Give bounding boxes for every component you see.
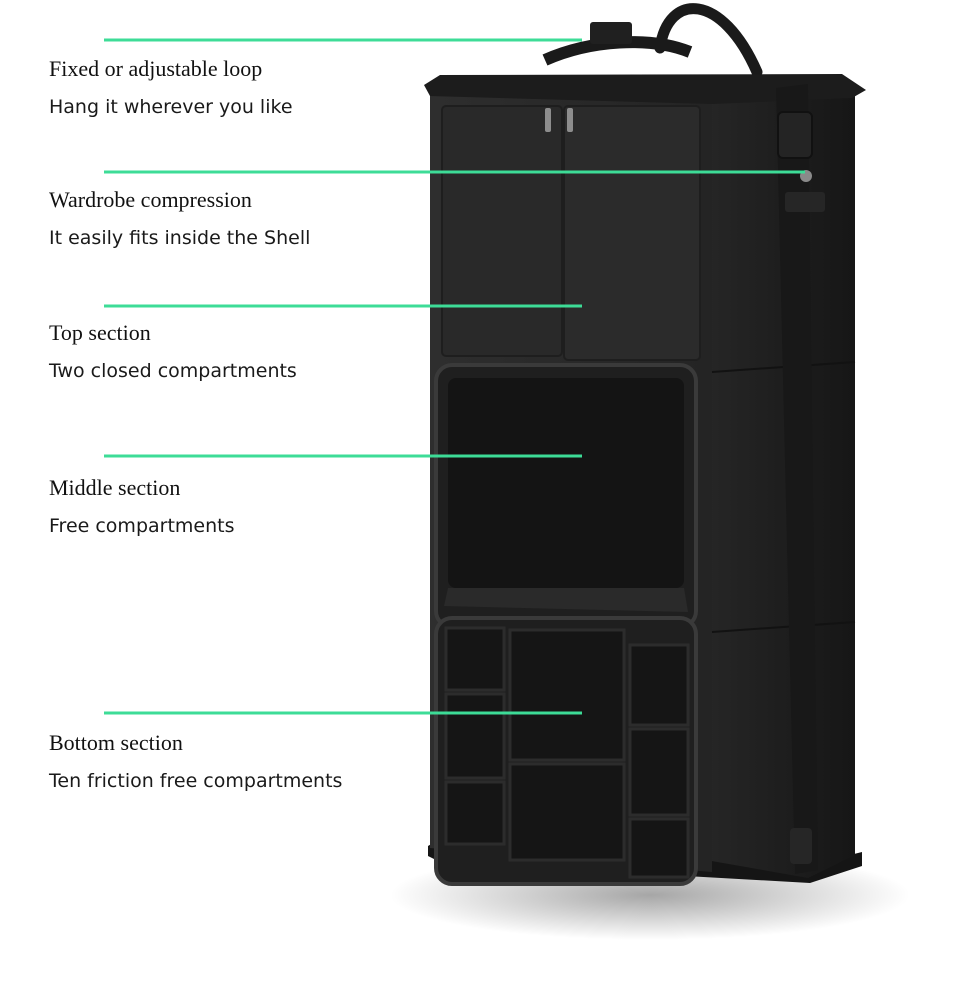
feature-subtitle: Hang it wherever you like — [49, 96, 293, 118]
side-seam-2 — [711, 621, 856, 633]
feature-bottom-section: Bottom section Ten friction free compart… — [49, 732, 449, 791]
door-latch-left — [545, 108, 551, 132]
feature-loop: Fixed or adjustable loop Hang it whereve… — [49, 58, 449, 117]
feature-subtitle: Two closed compartments — [49, 360, 297, 382]
top-lid — [424, 74, 866, 104]
strap-buckle — [785, 192, 825, 212]
feature-wardrobe-compression: Wardrobe compression It easily fits insi… — [49, 189, 449, 248]
feature-title: Middle section — [49, 475, 181, 500]
top-door-left — [441, 105, 563, 357]
handle-loop — [654, 3, 763, 78]
top-door-right — [563, 105, 701, 361]
feature-subtitle: It easily fits inside the Shell — [49, 227, 311, 249]
door-latch-right — [567, 108, 573, 132]
handle-strap — [542, 36, 693, 66]
feature-title: Top section — [49, 320, 151, 345]
strap-buckle-top — [777, 111, 813, 159]
strap-buckle-bottom — [790, 828, 812, 864]
handle-tab — [590, 22, 632, 44]
feature-subtitle: Ten friction free compartments — [49, 770, 343, 792]
feature-subtitle: Free compartments — [49, 515, 235, 537]
side-panel — [706, 90, 855, 878]
side-strap — [776, 84, 818, 874]
middle-floor — [444, 588, 688, 612]
callout-lines — [104, 38, 805, 715]
middle-back-wall — [448, 378, 684, 588]
feature-middle-section: Middle section Free compartments — [49, 477, 449, 536]
feature-title: Bottom section — [49, 730, 183, 755]
bottom-compartments — [444, 626, 690, 879]
feature-title: Fixed or adjustable loop — [49, 56, 263, 81]
feature-top-section: Top section Two closed compartments — [49, 322, 449, 381]
feature-title: Wardrobe compression — [49, 187, 252, 212]
